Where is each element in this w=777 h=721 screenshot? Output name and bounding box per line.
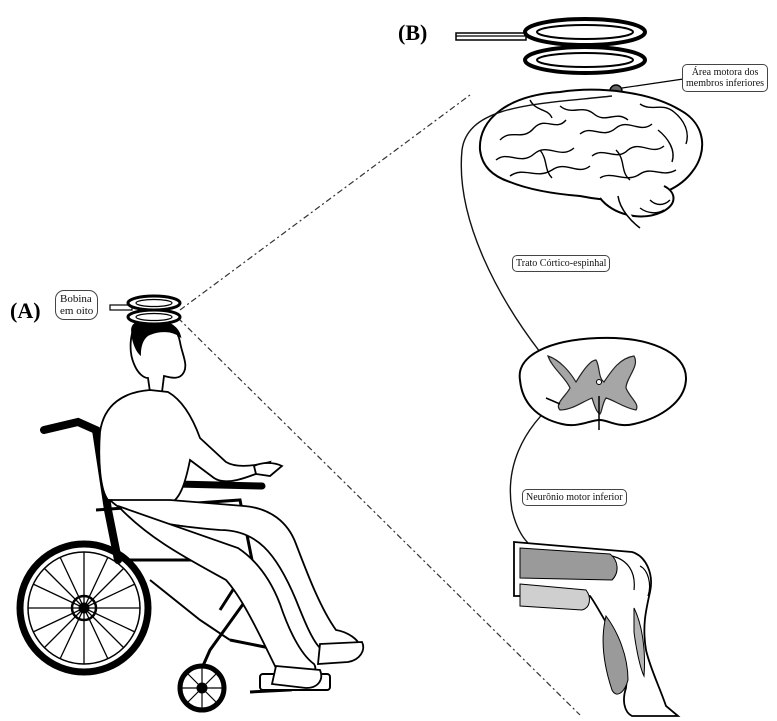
- coil-label: Bobina em oito: [55, 290, 98, 320]
- coil-label-line1: Bobina: [60, 293, 93, 305]
- seated-person: [99, 319, 363, 688]
- lower-limb: [514, 542, 678, 716]
- coil-label-line2: em oito: [60, 305, 93, 317]
- motor-area-label-line1: Área motora dos: [686, 67, 764, 78]
- small-figure-eight-coil: [110, 296, 180, 324]
- large-figure-eight-coil: [456, 19, 649, 73]
- motor-area-label-line2: membros inferiores: [686, 78, 764, 89]
- projection-lines: [178, 95, 580, 715]
- spinal-cord-section: [520, 338, 686, 430]
- motor-area-label: Área motora dos membros inferiores: [682, 64, 768, 92]
- brain: [480, 90, 702, 228]
- tract-label: Trato Córtico-espinhal: [512, 255, 610, 272]
- panel-label-b: (B): [398, 20, 427, 46]
- lower-neuron-label: Neurônio motor inferior: [522, 489, 627, 506]
- panel-label-a: (A): [10, 298, 41, 324]
